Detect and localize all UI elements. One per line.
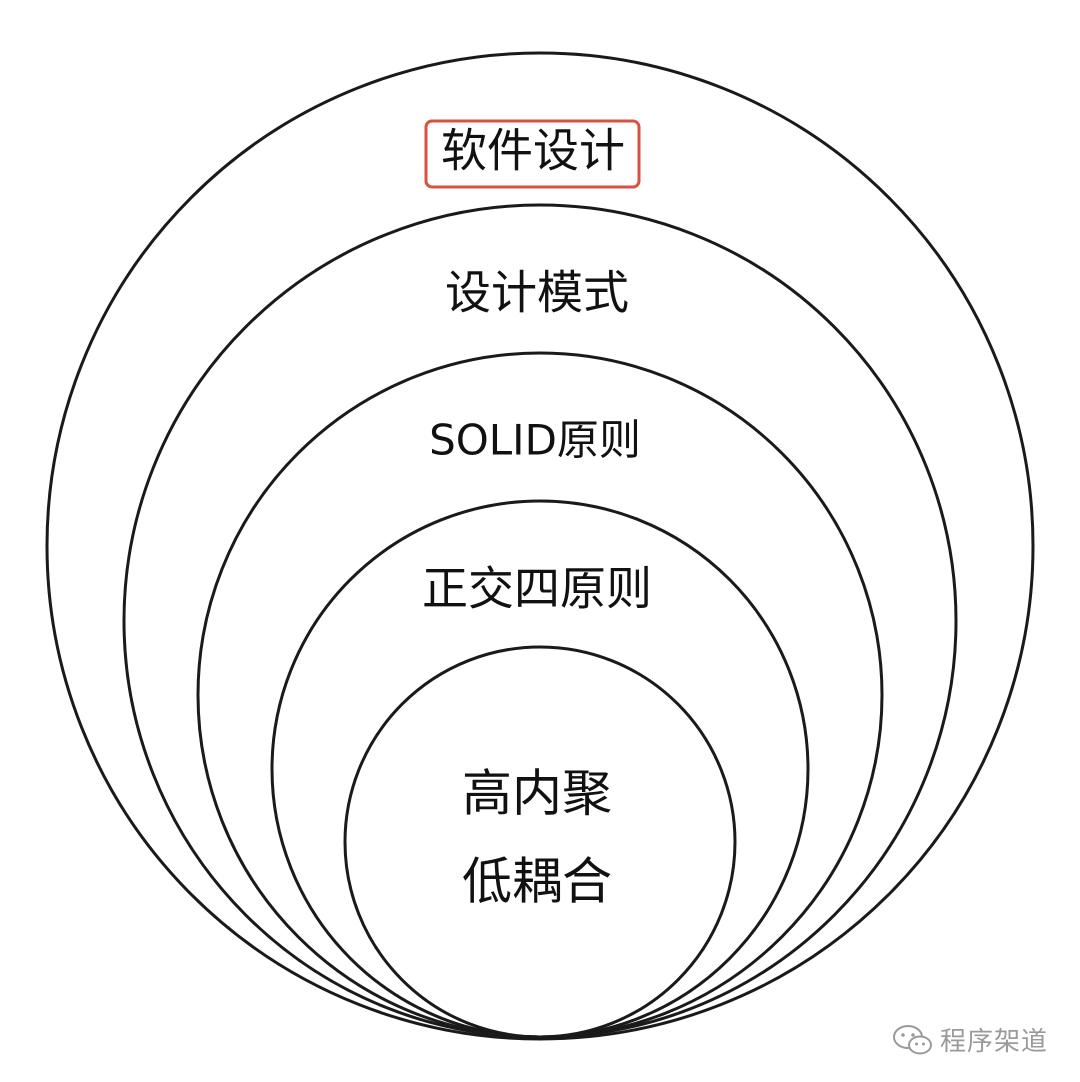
label-design-patterns: 设计模式 [445,266,629,320]
watermark: 程序架道 [892,1021,1048,1058]
label-orthogonal-principles: 正交四原则 [422,562,652,616]
ring-software-design [45,51,1035,1041]
label-solid-principles: SOLID原则 [429,416,641,465]
ring-design-patterns [122,203,958,1039]
ring-core [343,645,737,1039]
label-high-cohesion: 高内聚 [462,765,612,823]
watermark-text: 程序架道 [939,1027,1048,1057]
highlight-box [424,119,641,189]
wechat-icon [892,1024,932,1054]
label-software-design: 软件设计 [441,124,625,178]
label-low-coupling: 低耦合 [462,853,612,911]
